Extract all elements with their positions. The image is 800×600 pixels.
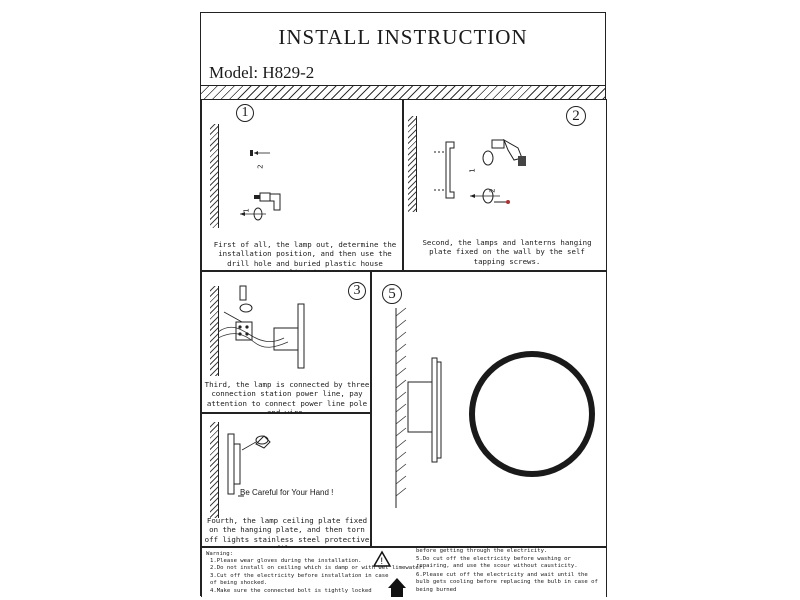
page-title: INSTALL INSTRUCTION — [278, 25, 528, 49]
step-3-text: Third, the lamp is connected by three co… — [204, 380, 370, 417]
warning-item-4-cont: before getting through the electricity. — [416, 548, 548, 554]
wiring-diagram-icon — [217, 285, 305, 369]
step-4-panel: Be Careful for Your Hand ! Fourth, the l… — [201, 413, 371, 553]
step-2-label-a: 1 — [467, 168, 477, 173]
house-icon — [386, 576, 408, 596]
step-3-panel: 3 Third, the lamp is connected by three … — [201, 271, 371, 417]
wall-icon — [210, 422, 219, 518]
step-5-number: 5 — [382, 284, 402, 304]
svg-text:!: ! — [381, 556, 384, 566]
step-3-number: 3 — [348, 282, 366, 300]
wall-icon — [210, 124, 219, 228]
model-number: Model: H829-2 — [209, 63, 315, 82]
step-5-panel: 5 — [371, 271, 607, 547]
step-1-panel: 1 2 1 First of all, the lamp out, determ… — [201, 99, 403, 277]
warning-triangle-icon: ! — [372, 550, 406, 597]
step-2-number: 2 — [566, 106, 586, 126]
warning-item-2: 2.Do not install on ceiling which is dam… — [210, 565, 426, 571]
step-2-label-b: 2 — [487, 188, 497, 193]
finished-lamp-diagram-icon — [395, 307, 595, 508]
step-2-panel: 2 1 2 Second, the lamps and lanterns han… — [403, 99, 607, 271]
step-2-text: Second, the lamps and lanterns hanging p… — [422, 238, 592, 266]
mounting-diagram-icon — [227, 433, 271, 497]
warning-item-6: 6.Please cut off the electricity and wai… — [416, 572, 598, 593]
warning-item-1: 1.Please wear gloves during the installa… — [210, 558, 362, 564]
step-1-label-b: 1 — [241, 208, 251, 213]
drill-diagram-icon — [240, 150, 281, 221]
warning-item-5: 5.Do cut off the electricity before wash… — [416, 556, 578, 570]
hanging-plate-diagram-icon — [434, 138, 526, 204]
warning-item-3: 3.Cut off the electricity before install… — [210, 573, 389, 587]
warning-item-4: 4.Make sure the connected bolt is tightl… — [210, 588, 372, 594]
caution-text: Be Careful for Your Hand ! — [240, 488, 334, 497]
step-1-number: 1 — [236, 104, 254, 122]
warning-heading: Warning: — [206, 551, 233, 557]
wall-icon — [408, 116, 417, 212]
instruction-sheet: INSTALL INSTRUCTION Model: H829-2 1 2 1 … — [200, 12, 607, 597]
wall-icon — [210, 286, 219, 376]
step-1-label-a: 2 — [255, 164, 265, 169]
warning-panel: Warning: 1.Please wear gloves during the… — [201, 547, 607, 597]
